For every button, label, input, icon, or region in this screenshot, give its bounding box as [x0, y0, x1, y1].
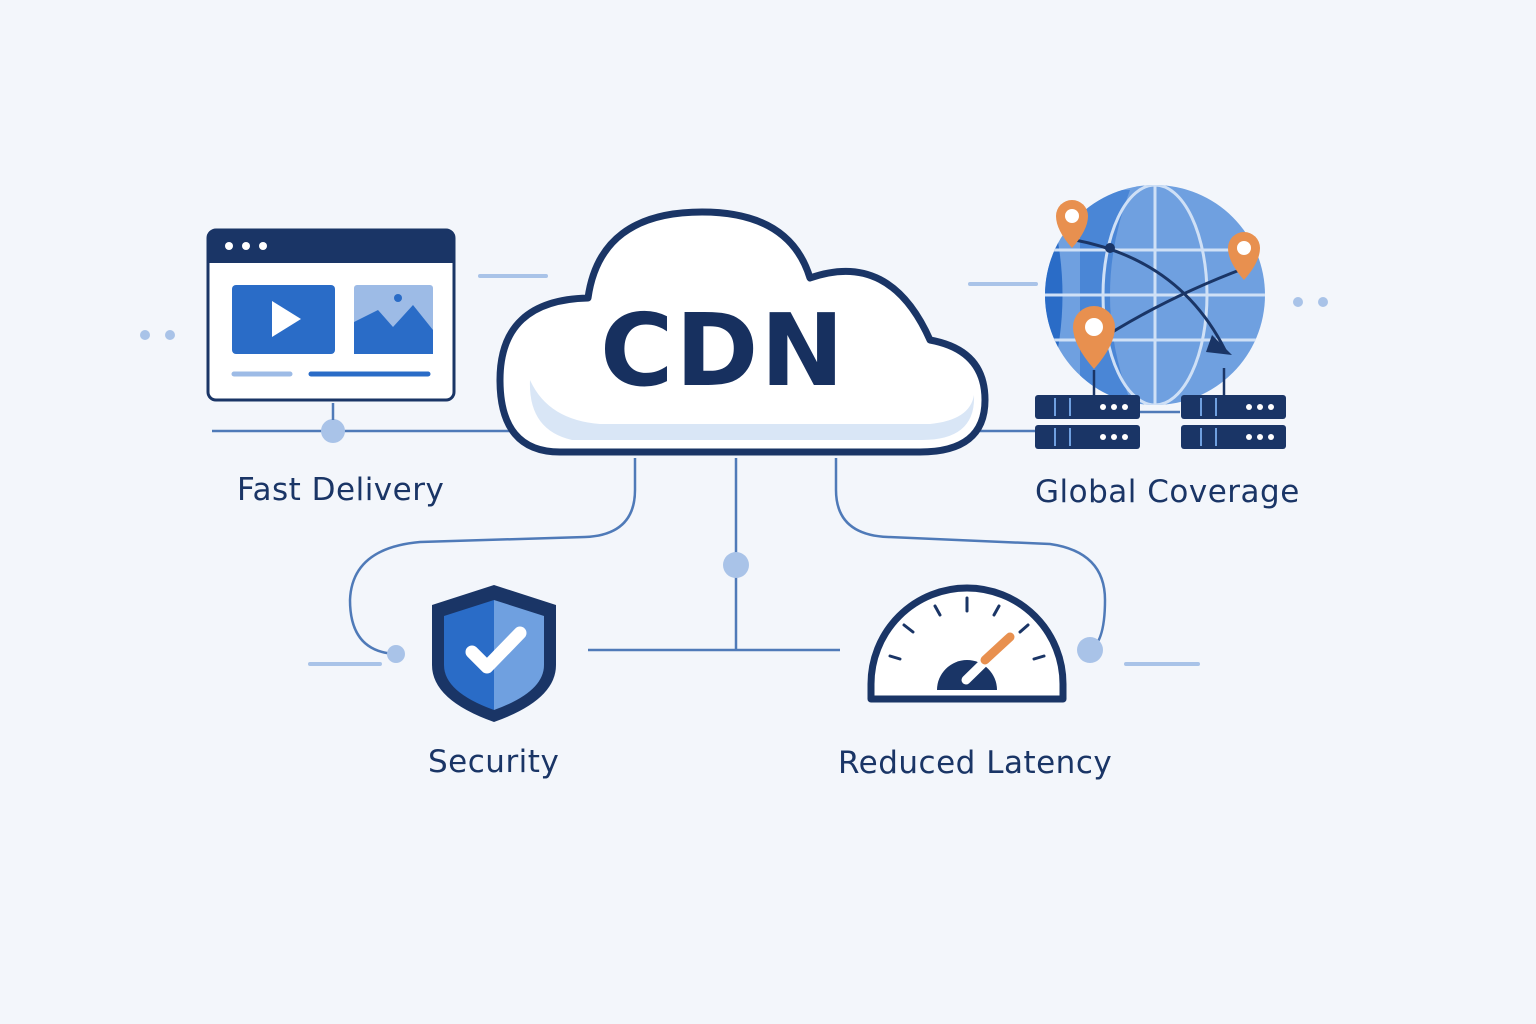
connector-security [348, 458, 637, 656]
speedometer-icon [867, 584, 1067, 703]
browser-window-media-icon [206, 228, 456, 402]
cdn-title: CDN [599, 292, 847, 409]
shield-check-icon [432, 585, 556, 722]
decorations [308, 274, 1200, 666]
globe-with-pins-and-servers-icon [1035, 185, 1286, 449]
label-reduced-latency: Reduced Latency [838, 745, 1113, 781]
decoration-dots [140, 297, 1328, 663]
label-security: Security [428, 744, 560, 780]
label-fast-delivery: Fast Delivery [237, 472, 445, 508]
cloud-icon [496, 208, 989, 456]
connector-latency [834, 458, 1107, 652]
label-global-coverage: Global Coverage [1035, 474, 1300, 510]
location-pin-icon [1056, 200, 1260, 369]
server-rack-icon [1035, 395, 1286, 449]
